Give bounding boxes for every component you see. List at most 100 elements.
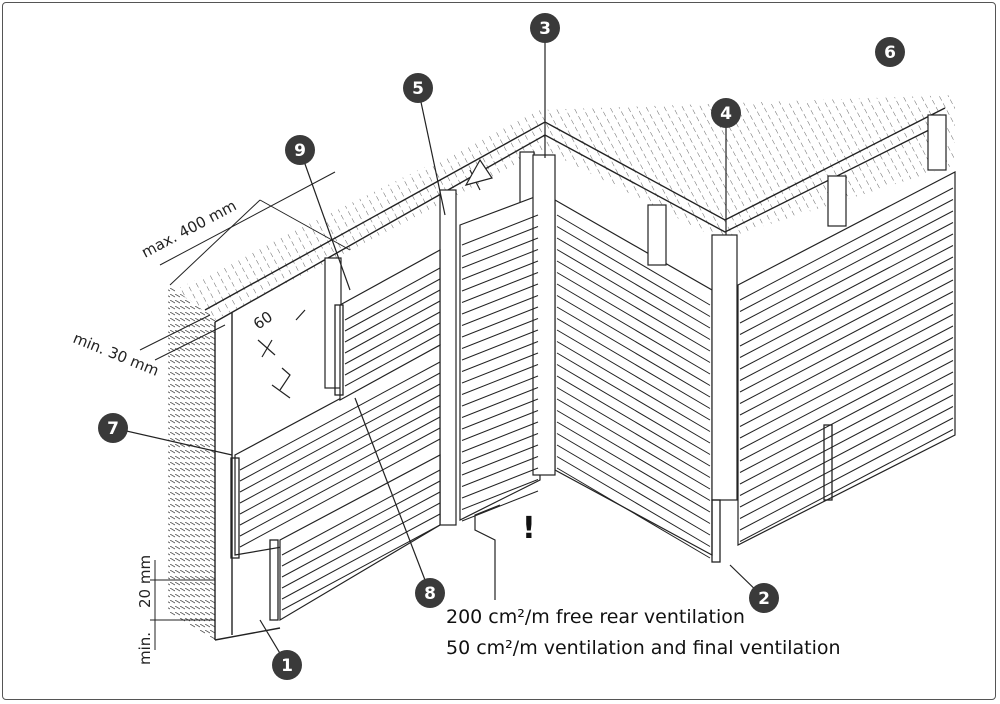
board-line	[739, 348, 954, 462]
board-line	[739, 245, 954, 358]
board-line	[461, 444, 539, 476]
board-line	[739, 222, 954, 335]
marker-5-circle	[403, 73, 433, 103]
board-line	[739, 406, 954, 519]
board-line	[461, 249, 539, 280]
board-line	[739, 268, 954, 381]
board-line	[556, 295, 711, 386]
board-line	[461, 272, 539, 303]
board-line	[461, 375, 539, 407]
board-line	[461, 226, 539, 257]
marker-8-circle	[415, 578, 445, 608]
board-line	[461, 398, 539, 430]
marker-4-circle	[711, 98, 741, 128]
board-line	[556, 226, 711, 317]
board-line	[739, 314, 954, 427]
note-final-ventilation: 50 cm²/m ventilation and final ventilati…	[446, 637, 841, 659]
insulation-hatching	[168, 95, 955, 640]
board-line	[239, 438, 441, 548]
board-line	[556, 214, 711, 306]
board-line	[344, 278, 441, 332]
board-line	[344, 300, 441, 354]
fixing-marks	[257, 309, 306, 399]
marker-1-label: 1	[281, 656, 293, 676]
board-line	[739, 383, 954, 496]
board-line	[281, 524, 441, 611]
board-line	[461, 329, 539, 361]
board-line	[281, 469, 441, 556]
board-line	[739, 429, 954, 542]
board-line	[461, 260, 539, 292]
board-lines	[239, 187, 954, 611]
inner-corner-wall	[459, 154, 713, 557]
board-line	[739, 371, 954, 485]
board-line	[344, 311, 441, 365]
board-line	[461, 421, 539, 453]
marker-8-label: 8	[424, 584, 436, 604]
board-line	[239, 394, 441, 504]
board-line	[739, 417, 954, 531]
leader-lines	[112, 28, 765, 666]
board-line	[739, 337, 954, 450]
board-line	[739, 187, 954, 301]
board-line	[556, 410, 711, 501]
board-line	[461, 410, 539, 441]
board-line	[344, 267, 441, 321]
board-line	[461, 479, 539, 510]
marker-3-circle	[530, 13, 560, 43]
board-line	[239, 427, 441, 537]
board-line	[739, 199, 954, 312]
board-line	[556, 352, 711, 444]
marker-7-circle	[98, 413, 128, 443]
board-line	[556, 341, 711, 432]
marker-6-circle	[875, 37, 905, 67]
board-line	[739, 233, 954, 347]
board-line	[281, 480, 441, 567]
marker-3-label: 3	[539, 19, 551, 39]
board-line	[556, 260, 711, 352]
board-line	[461, 364, 539, 395]
board-line	[556, 387, 711, 478]
board-line	[461, 341, 539, 372]
board-line	[344, 333, 441, 387]
board-line	[461, 283, 539, 315]
warning-mark: !	[522, 511, 536, 546]
board-line	[461, 456, 539, 487]
board-line	[344, 289, 441, 343]
board-line	[556, 444, 711, 536]
board-line	[281, 513, 441, 600]
board-line	[461, 237, 539, 269]
board-line	[239, 372, 441, 482]
board-line	[281, 502, 441, 589]
marker-6-label: 6	[884, 43, 896, 63]
marker-9-circle	[285, 135, 315, 165]
board-line	[556, 456, 711, 547]
marker-9-label: 9	[294, 141, 306, 161]
board-line	[239, 383, 441, 493]
board-line	[739, 394, 954, 508]
marker-2-circle	[749, 583, 779, 613]
board-line	[239, 416, 441, 526]
bottom-20-label: 20 mm	[136, 555, 154, 608]
note-rear-ventilation: 200 cm²/m free rear ventilation	[446, 606, 745, 628]
board-line	[556, 237, 711, 329]
marker-2-label: 2	[758, 589, 770, 609]
min-gap-label: min. 30 mm	[71, 329, 162, 380]
board-line	[739, 360, 954, 473]
marker-4-label: 4	[720, 104, 732, 124]
ventilation-strips	[230, 304, 833, 621]
board-line	[739, 210, 954, 324]
board-line	[556, 398, 711, 490]
board-line	[739, 279, 954, 393]
board-line	[461, 467, 539, 499]
board-line	[461, 318, 539, 349]
board-line	[739, 291, 954, 404]
board-line	[556, 249, 711, 340]
board-line	[281, 491, 441, 578]
board-line	[556, 272, 711, 363]
board-line	[556, 421, 711, 513]
board-line	[461, 352, 539, 384]
board-line	[556, 433, 711, 524]
board-line	[556, 306, 711, 398]
